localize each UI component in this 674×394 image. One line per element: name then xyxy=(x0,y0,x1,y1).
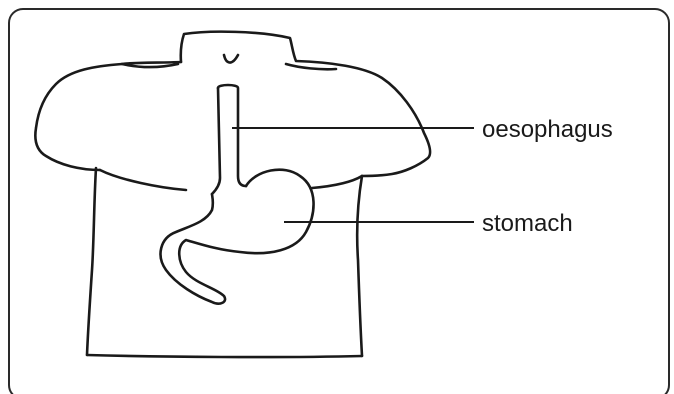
diagram-frame xyxy=(9,9,669,394)
oesophagus-label: oesophagus xyxy=(482,116,613,143)
stomach-label: stomach xyxy=(482,210,573,237)
